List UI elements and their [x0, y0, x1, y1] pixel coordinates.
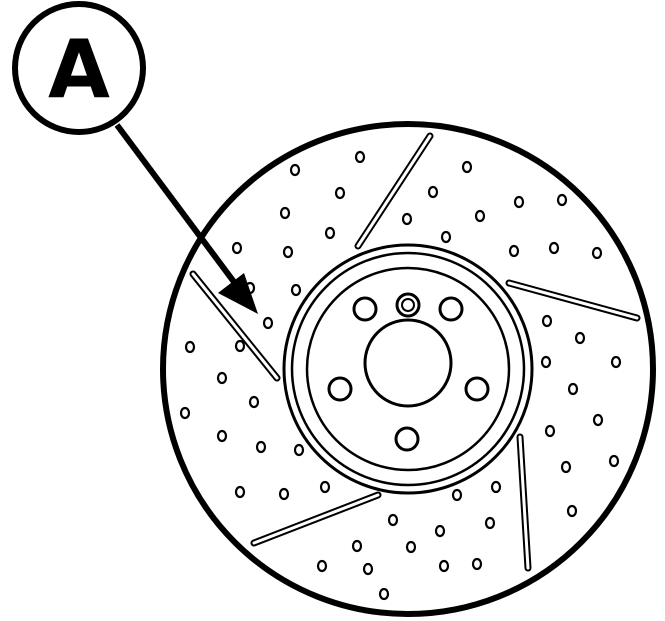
- drill-hole: [567, 382, 579, 396]
- drill-hole: [610, 355, 622, 369]
- drill-hole: [474, 209, 486, 223]
- drill-hole: [513, 195, 525, 209]
- drill-hole: [234, 339, 246, 353]
- drill-hole: [608, 454, 620, 468]
- drill-hole: [471, 557, 483, 571]
- callout-leader-line: [114, 123, 243, 292]
- drill-hole: [541, 314, 553, 328]
- rotor-slot-inner: [518, 435, 530, 570]
- hub-center-bore: [363, 318, 453, 408]
- drill-hole: [484, 516, 496, 530]
- lug-hole-right: [464, 376, 490, 402]
- callout-label: A: [48, 23, 110, 116]
- rotor-drill-holes: [179, 150, 622, 601]
- drill-hole: [351, 539, 363, 553]
- drill-hole: [592, 413, 604, 427]
- drill-hole: [401, 212, 413, 226]
- drill-hole: [216, 371, 228, 385]
- rotor-slot-inner: [507, 281, 639, 320]
- callout-bubble: [12, 1, 146, 135]
- rotor-slot-inner: [252, 493, 380, 545]
- drill-hole: [279, 206, 291, 220]
- drill-hole: [255, 440, 267, 454]
- lug-hole-top-right: [438, 296, 464, 322]
- drill-hole: [508, 244, 520, 258]
- drill-hole: [440, 230, 452, 244]
- drill-hole: [378, 587, 390, 601]
- drill-hole: [290, 283, 302, 297]
- drill-hole: [560, 460, 572, 474]
- callout-arrowhead: [218, 273, 258, 314]
- drill-hole: [490, 480, 502, 494]
- drill-hole: [405, 540, 417, 554]
- drill-hole: [334, 186, 346, 200]
- drill-hole: [591, 246, 603, 260]
- drill-hole: [540, 355, 552, 369]
- rotor-slot-inner: [356, 134, 432, 248]
- rotor-slots: [189, 132, 641, 572]
- drill-hole: [179, 406, 191, 420]
- drill-hole: [216, 429, 228, 443]
- drill-hole: [434, 524, 446, 538]
- drill-hole: [282, 245, 294, 259]
- drill-hole: [234, 485, 246, 499]
- drill-hole: [451, 488, 463, 502]
- drill-hole: [316, 559, 328, 573]
- drill-hole: [387, 513, 399, 527]
- drill-hole: [556, 193, 568, 207]
- rotor-slot-inner: [191, 272, 279, 380]
- drill-hole: [354, 150, 366, 164]
- drill-hole: [231, 241, 243, 255]
- hub-inner-ring: [305, 266, 511, 472]
- drill-hole: [438, 559, 450, 573]
- drill-hole: [544, 424, 556, 438]
- lug-hole-top-left: [352, 296, 378, 322]
- drill-hole: [574, 331, 586, 345]
- drill-hole: [566, 504, 578, 518]
- drill-hole: [324, 226, 336, 240]
- drill-hole: [427, 185, 439, 199]
- drill-hole: [362, 562, 374, 576]
- drill-hole: [262, 316, 274, 330]
- locating-screw-hole-inner: [401, 298, 415, 312]
- drill-hole: [461, 160, 473, 174]
- lug-hole-bottom: [394, 426, 420, 452]
- drill-hole: [293, 443, 305, 457]
- drill-hole: [548, 241, 560, 255]
- drill-hole: [248, 395, 260, 409]
- drill-hole: [278, 487, 290, 501]
- hub-middle-ring: [290, 251, 526, 487]
- lug-hole-left: [327, 376, 353, 402]
- drill-hole: [289, 163, 301, 177]
- drill-hole: [319, 480, 331, 494]
- drill-hole: [184, 340, 196, 354]
